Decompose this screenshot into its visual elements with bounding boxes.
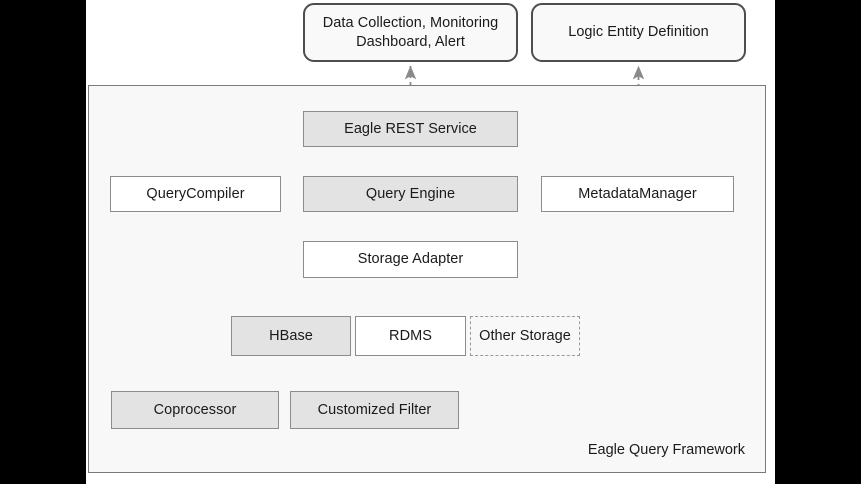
node-metadata-manager-label: MetadataManager [578,185,697,202]
node-other-storage[interactable]: Other Storage [470,316,580,356]
node-rdms-label: RDMS [389,327,432,344]
framework-label: Eagle Query Framework [587,442,745,458]
node-query-engine-label: Query Engine [365,185,456,202]
node-coprocessor[interactable]: Coprocessor [111,391,279,429]
node-data-collection-label-line1: Data Collection, Monitoring [322,14,499,31]
node-customized-filter[interactable]: Customized Filter [290,391,459,429]
node-storage-adapter[interactable]: Storage Adapter [303,241,518,278]
node-data-collection[interactable]: Data Collection, Monitoring Dashboard, A… [303,3,518,62]
node-eagle-rest-service-label: Eagle REST Service [344,120,477,137]
node-customized-filter-label: Customized Filter [317,401,432,418]
node-data-collection-label-line2: Dashboard, Alert [356,33,465,50]
node-other-storage-label: Other Storage [479,327,571,344]
node-rdms[interactable]: RDMS [355,316,466,356]
node-coprocessor-label: Coprocessor [153,401,237,418]
node-metadata-manager[interactable]: MetadataManager [541,176,734,212]
node-query-compiler[interactable]: QueryCompiler [110,176,281,212]
node-query-engine[interactable]: Query Engine [303,176,518,212]
node-query-compiler-label: QueryCompiler [146,185,245,202]
node-logic-entity-definition-label: Logic Entity Definition [568,24,709,41]
node-eagle-rest-service[interactable]: Eagle REST Service [303,111,518,147]
node-hbase[interactable]: HBase [231,316,351,356]
node-logic-entity-definition[interactable]: Logic Entity Definition [531,3,746,62]
node-hbase-label: HBase [269,327,313,344]
node-storage-adapter-label: Storage Adapter [357,251,464,268]
